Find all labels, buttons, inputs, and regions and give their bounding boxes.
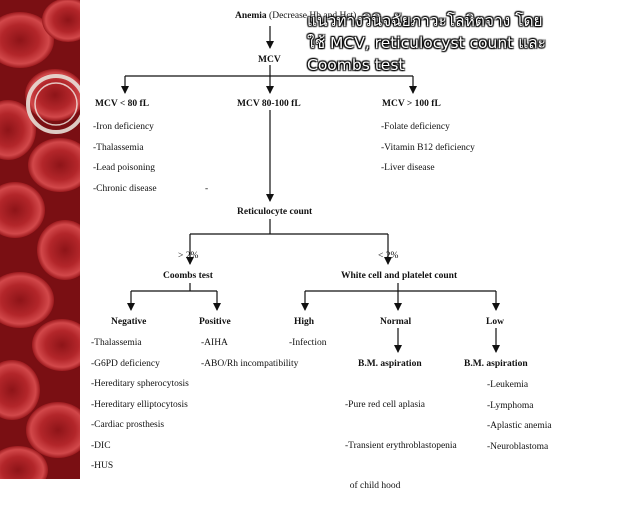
list-item: -DIC xyxy=(91,440,111,451)
list-positive: -AIHA -ABO/Rh incompatibility xyxy=(201,338,298,379)
node-reticulocyte-count: Reticulocyte count xyxy=(237,207,313,217)
list-item: -AIHA xyxy=(201,338,228,348)
list-item: of child hood xyxy=(345,481,401,491)
node-mcv-high: MCV > 100 fL xyxy=(382,99,441,109)
node-anemia-bold: Anemia xyxy=(235,11,267,21)
node-mcv-mid: MCV 80-100 fL xyxy=(237,99,301,109)
node-bm-aspiration-normal: B.M. aspiration xyxy=(358,359,422,369)
list-low: -Leukemia -Lymphoma -Aplastic anemia -Ne… xyxy=(487,380,552,462)
list-item: -Transient erythroblastopenia xyxy=(345,440,457,451)
list-item: -HUS xyxy=(91,461,114,471)
list-negative: -Thalassemia -G6PD deficiency -Hereditar… xyxy=(91,338,189,482)
red-blood-cells-background xyxy=(0,0,80,479)
node-lt-2-percent: < 2% xyxy=(378,251,399,261)
list-item: -Liver disease xyxy=(381,163,435,173)
list-item: -G6PD deficiency xyxy=(91,358,160,369)
list-item: -Folate deficiency xyxy=(381,122,450,132)
node-anemia: Anemia (Decrease Hb and Hct) xyxy=(235,11,356,22)
node-bm-aspiration-low: B.M. aspiration xyxy=(464,359,528,369)
list-item: -Cardiac prosthesis xyxy=(91,420,165,430)
list-low-mcv: -Iron deficiency -Thalassemia -Lead pois… xyxy=(93,122,157,204)
list-item: -Chronic disease xyxy=(93,183,157,194)
slide-title: แนวทางวินิจฉัยภาวะโลหิตจาง โดย ใช้ MCV, … xyxy=(307,10,632,76)
list-item: -Thalassemia xyxy=(93,142,144,153)
node-high: High xyxy=(294,317,315,327)
list-item: -Infection xyxy=(289,338,327,348)
node-negative: Negative xyxy=(111,317,147,327)
list-item: -Thalassemia xyxy=(91,338,142,348)
title-line-1: แนวทางวินิจฉัยภาวะโลหิตจาง โดย xyxy=(307,12,543,30)
node-gt-2-percent: > 2% xyxy=(178,251,199,261)
flowchart-connectors xyxy=(121,26,500,353)
node-mcv: MCV xyxy=(258,55,281,65)
node-normal: Normal xyxy=(380,317,412,327)
list-item: -Lead poisoning xyxy=(93,163,156,173)
list-item: -Hereditary elliptocytosis xyxy=(91,399,188,410)
list-high-mcv: -Folate deficiency -Vitamin B12 deficien… xyxy=(381,122,475,184)
slide: แนวทางวินิจฉัยภาวะโลหิตจาง โดย ใช้ MCV, … xyxy=(0,0,632,491)
title-line-2: ใช้ MCV, reticulocyst count และ xyxy=(307,34,547,52)
node-positive: Positive xyxy=(199,317,231,327)
list-normal: -Pure red cell aplasia -Transient erythr… xyxy=(345,380,457,522)
node-anemia-rest: (Decrease Hb and Hct) xyxy=(266,11,357,21)
title-line-3: Coombs test xyxy=(307,56,405,74)
list-high: -Infection xyxy=(289,338,326,359)
list-item: -Lymphoma xyxy=(487,400,534,411)
list-item: -Aplastic anemia xyxy=(487,421,552,431)
node-low: Low xyxy=(486,317,504,327)
stray-dash: - xyxy=(205,184,209,194)
list-item: -Pure red cell aplasia xyxy=(345,400,425,410)
node-white-cell-platelet: White cell and platelet count xyxy=(341,271,458,281)
decorative-ring xyxy=(34,82,78,126)
node-coombs-test: Coombs test xyxy=(163,271,213,281)
list-item: -Iron deficiency xyxy=(93,122,154,132)
list-item: -Hereditary spherocytosis xyxy=(91,379,189,389)
list-item: -Leukemia xyxy=(487,380,529,390)
node-mcv-low: MCV < 80 fL xyxy=(95,99,150,109)
decorative-ring xyxy=(26,74,80,134)
list-item: -Vitamin B12 deficiency xyxy=(381,142,475,153)
list-item: -Neuroblastoma xyxy=(487,441,549,452)
list-item: -ABO/Rh incompatibility xyxy=(201,358,299,369)
